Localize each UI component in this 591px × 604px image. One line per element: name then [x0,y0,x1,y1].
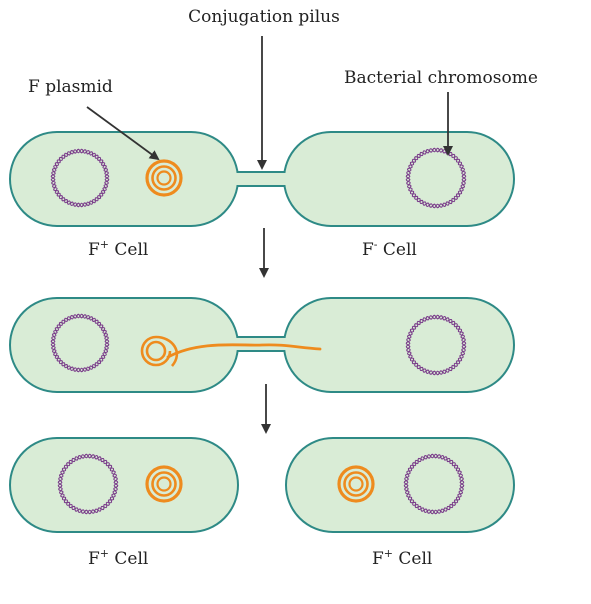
f-plasmid [145,159,183,197]
f-plus-cell-label-left: F+ Cell [88,547,148,569]
stage-2 [9,297,515,393]
chromosome-donor-transfer [50,313,110,373]
f-plus-donor-cell [9,131,239,227]
chromosome-result-left [57,453,119,515]
plasmid-pointer-arrow [86,106,160,161]
f-plus-cell-result-right [285,437,515,533]
chromosome-recipient-transfer [405,314,467,376]
f-plus-cell-label-right: F+ Cell [372,547,432,569]
pilus-lumen [236,173,288,185]
conjugation-pilus-label: Conjugation pilus [188,7,340,27]
f-minus-cell-label: F- Cell [362,238,417,260]
f-plasmid-label: F plasmid [28,77,113,97]
stage-1: Conjugation pilus F plasmid Bacterial ch… [9,7,538,260]
f-plus-cell-label: F+ Cell [88,238,148,260]
plasmid-strand-transfer [140,335,322,367]
chromosome-donor [50,148,110,208]
recipient-cell-transfer [283,297,515,393]
f-plus-cell-result-left [9,437,239,533]
f-plasmid-result-right [337,465,375,503]
stage-3: F+ Cell F+ Cell [9,437,515,569]
f-plasmid-result-left [145,465,183,503]
bacterial-chromosome-label: Bacterial chromosome [344,68,538,88]
chromosome-result-right [403,453,465,515]
f-minus-recipient-cell [283,131,515,227]
